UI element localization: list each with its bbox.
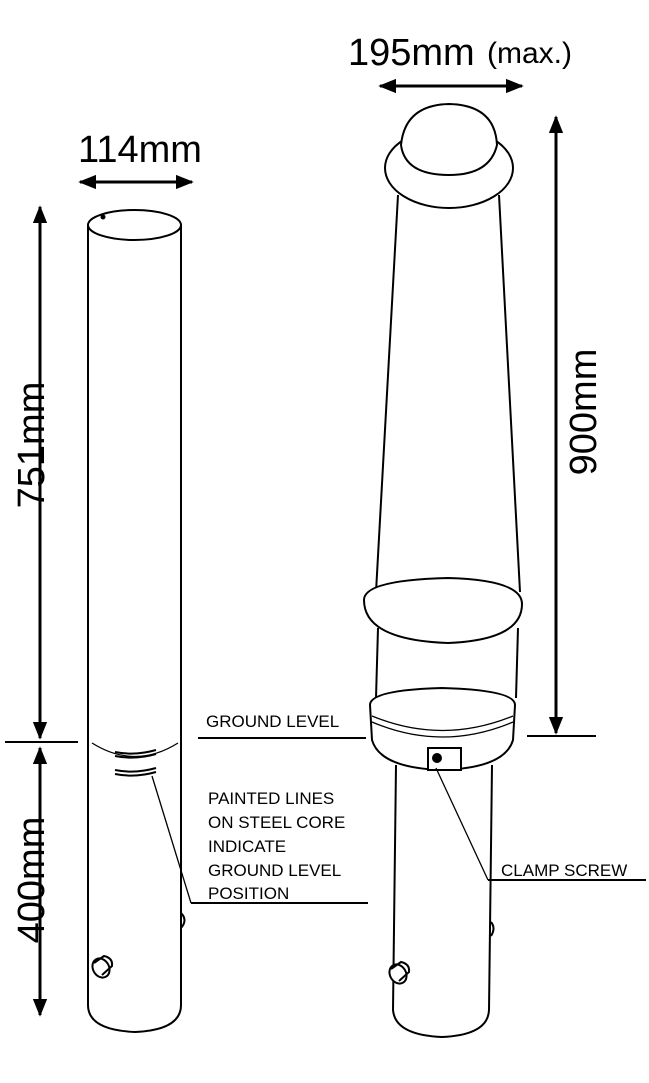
clamp-screw-callout: CLAMP SCREW — [435, 767, 646, 881]
steel-core — [87, 209, 186, 1034]
pin — [91, 954, 114, 979]
svg-text:POSITION: POSITION — [208, 884, 289, 903]
svg-text:GROUND LEVEL: GROUND LEVEL — [208, 861, 341, 880]
painted-line — [114, 749, 157, 759]
svg-text:PAINTED LINES: PAINTED LINES — [208, 789, 334, 808]
ground-level-label: GROUND LEVEL — [206, 712, 339, 731]
painted-line — [114, 767, 157, 777]
pin — [388, 960, 411, 985]
bollard — [362, 102, 524, 1039]
core-below-ground-label: 400mm — [11, 817, 53, 944]
core-diameter-label: 114mm — [78, 129, 202, 171]
bollard-height-label: 900mm — [563, 349, 605, 476]
core-above-ground-label: 751mm — [11, 382, 53, 509]
svg-text:CLAMP SCREW: CLAMP SCREW — [501, 861, 627, 880]
bollard-diameter-note: (max.) — [487, 37, 572, 70]
painted-lines-callout: PAINTED LINES ON STEEL CORE INDICATE GRO… — [151, 775, 368, 904]
svg-text:ON STEEL CORE: ON STEEL CORE — [208, 813, 345, 832]
bollard-diameter-label: 195mm — [348, 32, 475, 74]
sleeve-edge — [91, 742, 179, 758]
clamp-screw — [427, 747, 462, 771]
svg-text:INDICATE: INDICATE — [208, 837, 286, 856]
